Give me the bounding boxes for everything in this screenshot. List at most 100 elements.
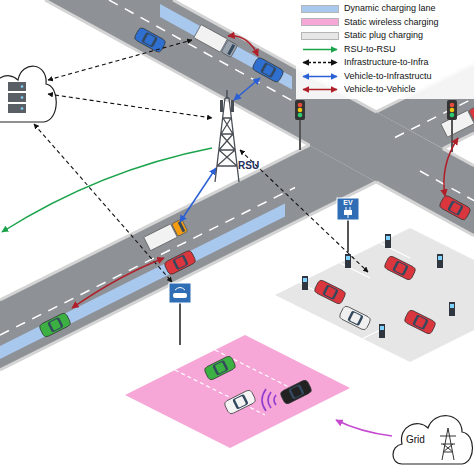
lamp [298,103,303,108]
charger [437,254,443,268]
charger [345,254,351,268]
legend-swatch [301,5,339,13]
sign-text: EV [337,199,359,207]
legend-line [303,89,337,90]
sign-car-icon [173,293,187,298]
legend-line-sample [299,57,341,68]
charging-lane [0,204,285,360]
legend-line [303,62,337,63]
legend-swatch [301,32,339,40]
charging-lane [160,4,292,90]
ev-sign [337,198,359,220]
car [163,250,196,276]
plug-icon [344,210,352,215]
lamp [450,108,455,113]
wave [274,395,276,405]
server-led [21,96,24,99]
grid-cloud-node: Grid [390,398,474,474]
i2i-link [240,150,368,272]
truck [194,25,238,58]
car [38,312,71,338]
v2v-link [72,258,164,308]
node-label: Grid [406,434,438,446]
rsu-tower-node: RSU [205,88,267,186]
i2i-link [34,124,172,282]
wireless-sign [169,283,191,303]
wave [262,389,266,411]
pad-line [175,370,265,415]
charger [385,234,391,248]
curb-line [376,182,474,236]
legend-text: Static plug charging [344,30,472,40]
legend-text: RSU-to-RSU [344,44,472,54]
pad-lines [175,350,305,415]
wave [268,392,271,408]
legend-swatch [301,18,339,26]
tower-lattice [215,98,239,182]
legend-line [303,75,337,76]
plug-pin [346,207,347,210]
legend-line [303,48,337,49]
plug-parking [275,228,474,362]
car [313,279,346,305]
lamp [298,113,303,118]
legend-text: Vehicle-to-Infrastructu [344,71,472,81]
car [251,57,284,84]
car [279,379,312,405]
curb [0,0,474,370]
road [0,145,376,370]
legend-text: Vehicle-to-Vehicle [344,84,472,94]
parking-line [350,330,380,345]
legend-panel: Dynamic charging laneStatic wireless cha… [296,0,474,99]
lamp [450,113,455,118]
v2i-link [180,168,216,222]
charger [379,324,385,338]
sign-wave [175,288,185,291]
legend-line-sample [299,84,341,95]
antenna-panel [220,100,223,112]
car [438,194,471,221]
wireless-parking [125,335,350,448]
sign-post [179,303,181,345]
legend-line-sample [299,71,341,82]
charger [449,302,455,316]
lamp [298,108,303,113]
v2i-link [234,78,260,100]
cloud-outline [393,416,473,464]
car [223,389,256,415]
traffic-light [295,100,305,120]
wireless-waves [262,389,276,411]
i2i-link [48,40,192,80]
grid-cloud [390,398,474,474]
car [338,305,371,331]
truck [441,105,474,137]
grid-link [336,420,392,436]
rsu-tower [205,88,267,186]
legend-text: Infrastructure-to-Infra [344,57,472,67]
curb-line [45,0,310,145]
server-led [21,85,24,88]
server-cloud [0,66,56,122]
car [133,27,166,54]
antenna-mast [226,90,228,98]
server-unit [8,82,26,91]
lamp [450,103,455,108]
traffic-light [447,100,457,120]
legend-text: Static wireless charging [344,17,472,27]
light-pole [299,118,301,150]
server-unit [8,93,26,102]
antenna-panel [231,100,234,112]
charger [302,276,308,290]
legend-text: Dynamic charging lane [344,3,472,13]
legend-line-sample [299,44,341,55]
car [403,309,436,335]
plug-pin [350,207,351,210]
v2v-link [228,36,258,56]
car [383,255,416,281]
truck [144,218,188,250]
i2i-link [48,94,212,118]
sign-post [347,220,349,252]
car [203,355,236,381]
parking-line [380,243,410,258]
